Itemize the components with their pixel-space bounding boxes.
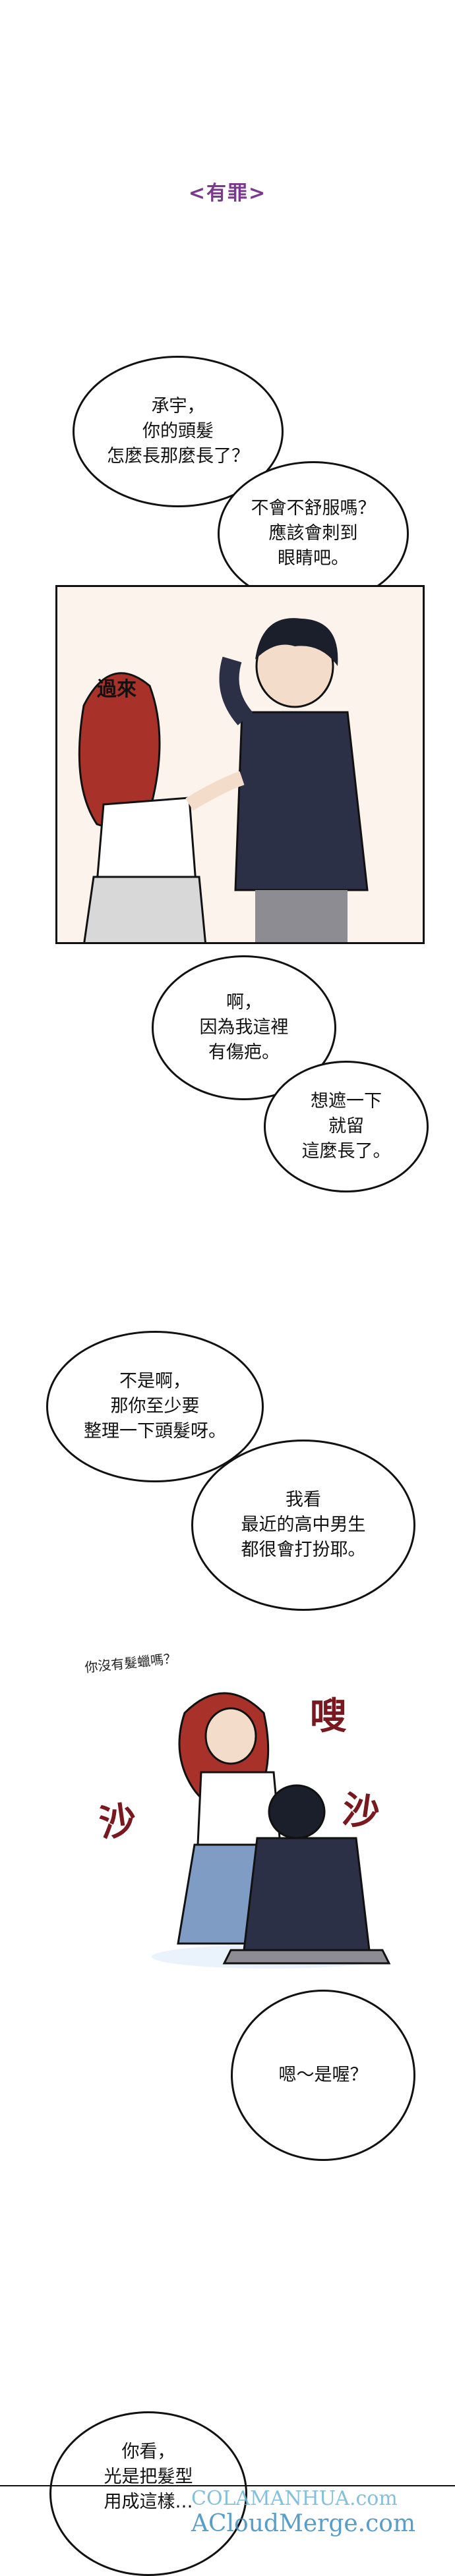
speech-bubble-2: 不會不舒服嗎？ 應該會刺到 眼睛吧。 [218, 461, 409, 606]
panel-1-art [57, 587, 423, 942]
speech-text-5: 不是啊， 那你至少要 整理一下頭髮呀。 [84, 1371, 226, 1442]
sfx-swish: 嗖 [310, 1694, 347, 1738]
speech-bubble-4: 想遮一下 就留 這麼長了。 [264, 1061, 429, 1192]
speech-bubble-7: 嗯～是喔？ [231, 1990, 415, 2161]
speech-text-6: 我看 最近的高中男生 都很會打扮耶。 [241, 1490, 366, 1560]
sfx-rustle-left: 沙 [96, 1797, 139, 1846]
speech-text-2: 不會不舒服嗎？ 應該會刺到 眼睛吧。 [251, 498, 376, 569]
speech-text-3: 啊， 因為我這裡 有傷疤。 [199, 992, 289, 1063]
speech-bubble-1: 承宇， 你的頭髮 怎麼長那麼長了？ [73, 356, 284, 507]
note-hair-wax: 你沒有髮蠟嗎？ [84, 1650, 178, 1676]
speech-bubble-5: 不是啊， 那你至少要 整理一下頭髮呀。 [46, 1331, 264, 1482]
speech-text-8: 你看， 光是把髮型 用成這樣… [104, 2442, 193, 2512]
sfx-come-here: 過來 [97, 678, 136, 701]
chapter-title: <有罪> [188, 182, 267, 205]
sfx-rustle-right: 沙 [340, 1787, 382, 1836]
speech-text-1: 承宇， 你的頭髮 怎麼長那麼長了？ [107, 396, 249, 466]
watermark-line-2: ACloudMerge.com [191, 2510, 416, 2537]
panel-2-art [152, 1692, 391, 1969]
speech-text-4: 想遮一下 就留 這麼長了。 [301, 1091, 391, 1162]
watermark-line-1: COLAMANHUA.com [191, 2487, 398, 2510]
page-bottom-rule [0, 2485, 455, 2486]
comic-panel-1: 過來 [55, 585, 425, 944]
speech-bubble-6: 我看 最近的高中男生 都很會打扮耶。 [191, 1440, 415, 1611]
speech-bubble-3: 啊， 因為我這裡 有傷疤。 [152, 955, 336, 1100]
speech-text-7: 嗯～是喔？ [278, 2065, 368, 2085]
